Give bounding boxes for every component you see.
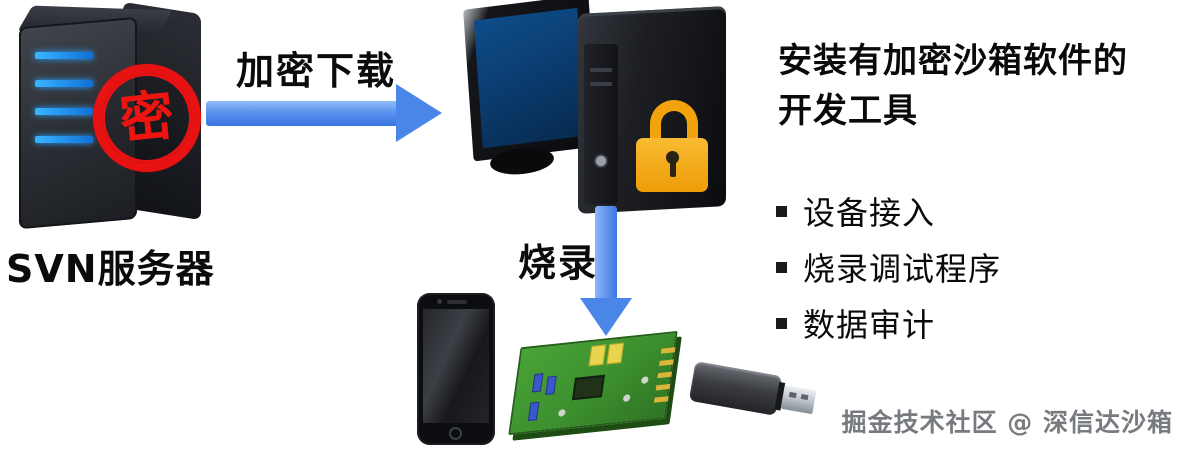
list-item: 设备接入 [776, 190, 1001, 232]
tower-drive-slot [590, 82, 612, 86]
pcb-capacitor [545, 375, 557, 396]
download-arrow-label: 加密下载 [236, 49, 397, 93]
phone-screen [423, 309, 489, 423]
server-led-icon [35, 80, 93, 87]
down-arrow-shaft [595, 206, 617, 300]
usb-connector-hole [800, 394, 809, 401]
pcb-capacitor [531, 373, 544, 393]
lock-keyhole-stem [669, 161, 676, 177]
devtool-heading: 安装有加密沙箱软件的 开发工具 [778, 36, 1128, 136]
pcb-component [606, 342, 625, 365]
pcb-chip [571, 374, 605, 401]
devtool-heading-line1: 安装有加密沙箱软件的 [778, 41, 1128, 81]
tower-drive-slot [590, 68, 612, 72]
lock-keyhole [666, 151, 679, 164]
list-item: 数据审计 [776, 302, 1001, 344]
desktop-tower-icon [578, 6, 726, 216]
tower-power-button [596, 156, 606, 166]
pcb-component [588, 344, 607, 367]
pcb-solder-pad [557, 408, 566, 417]
server-led-icon [35, 52, 93, 59]
bullet-text: 烧录调试程序 [803, 250, 1002, 288]
devtool-heading-line2: 开发工具 [778, 91, 918, 131]
right-arrow-head [396, 84, 442, 142]
pcb-gold-pin [659, 359, 674, 366]
usb-drive-icon [685, 355, 824, 443]
down-arrow-icon [580, 206, 632, 338]
devtool-bullet-list: 设备接入 烧录调试程序 数据审计 [776, 190, 1001, 358]
down-arrow-head [580, 298, 632, 336]
monitor-screen [473, 7, 587, 149]
pcb-solder-pad [622, 394, 631, 403]
bullet-marker-icon [776, 205, 787, 217]
lock-icon [636, 100, 712, 192]
server-icon: 密 [15, 1, 207, 234]
server-led-icon [35, 136, 93, 143]
pcb-gold-pin [657, 371, 672, 379]
circuit-board-icon [508, 330, 678, 436]
usb-connector-hole [788, 391, 797, 399]
watermark-text: 掘金技术社区 @ 深信达沙箱 [841, 408, 1173, 437]
usb-connector [780, 384, 817, 415]
pcb-capacitor [527, 401, 540, 422]
pcb-gold-pin [660, 347, 676, 354]
list-item: 烧录调试程序 [776, 246, 1001, 288]
right-arrow-shaft [206, 101, 398, 126]
seal-character: 密 [116, 83, 178, 152]
pcb-solder-pad [640, 376, 649, 385]
phone-camera [437, 299, 442, 304]
bullet-marker-icon [776, 317, 787, 329]
pcb-gold-pin [655, 383, 671, 391]
pcb-gold-pin [653, 396, 669, 403]
usb-body [688, 361, 783, 416]
right-arrow-icon [206, 84, 446, 142]
phone-speaker [447, 300, 467, 304]
phone-home-button [449, 427, 462, 440]
lock-shackle [650, 100, 698, 142]
smartphone-icon [417, 293, 495, 445]
burn-arrow-label: 烧录 [518, 241, 599, 285]
bullet-text: 数据审计 [803, 306, 936, 344]
bullet-text: 设备接入 [803, 194, 936, 232]
server-led-icon [35, 108, 93, 115]
server-label: SVN服务器 [6, 247, 215, 291]
lock-body [636, 138, 708, 192]
bullet-marker-icon [776, 261, 787, 273]
